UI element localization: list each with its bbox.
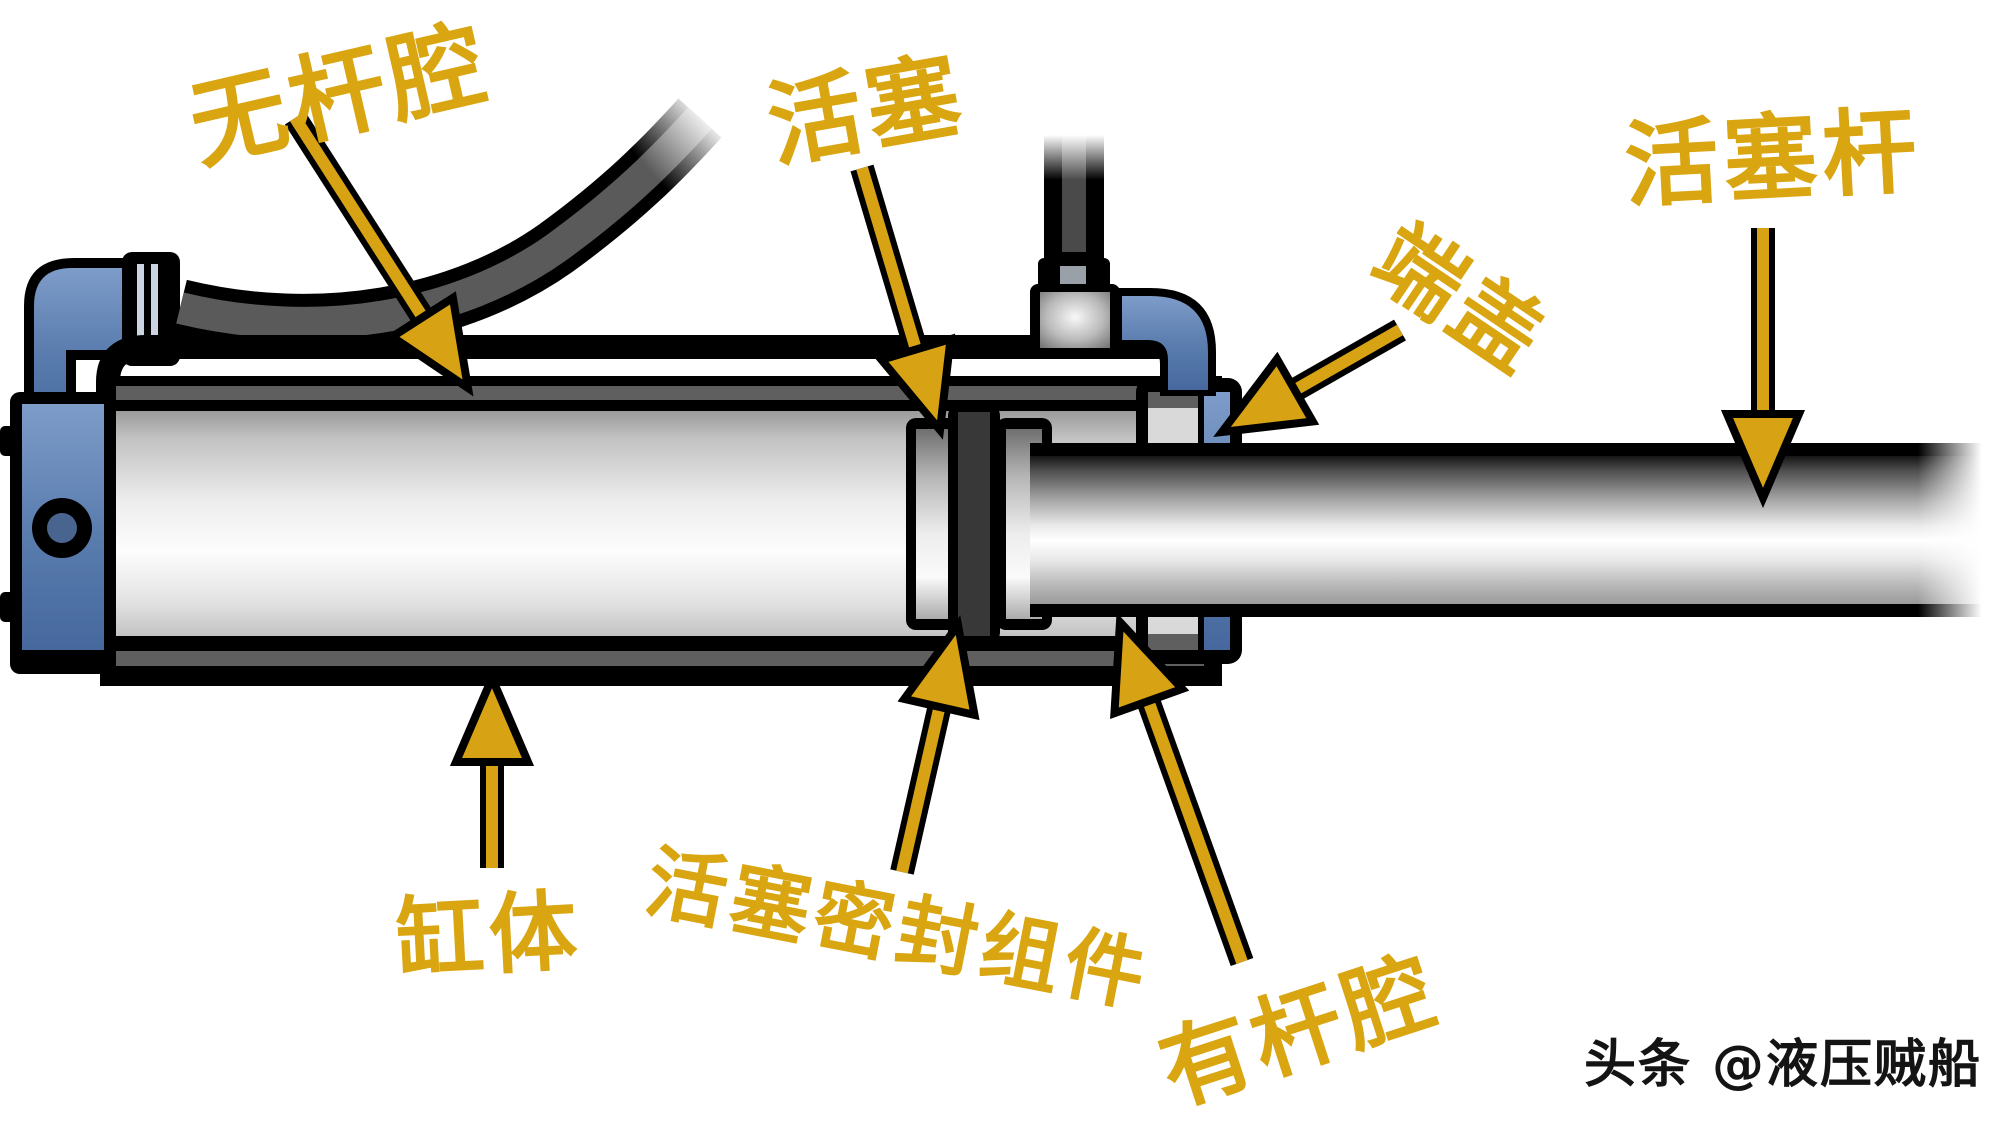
arrow-end-cap bbox=[1213, 319, 1406, 438]
arrow-cylinder-body bbox=[449, 667, 535, 868]
head-end-cap bbox=[0, 392, 116, 674]
arrow-piston-rod bbox=[1720, 228, 1806, 509]
piston-rod-part bbox=[1030, 443, 2000, 617]
arrow-piston bbox=[850, 164, 956, 440]
watermark-text: 头条 @液压贼船 bbox=[1583, 1035, 1983, 1095]
arrow-rod-chamber bbox=[1110, 612, 1254, 967]
label-piston-rod: 活塞杆 bbox=[1621, 97, 1925, 222]
rod-port-fitting bbox=[1030, 284, 1216, 396]
rodless-port-elbow bbox=[24, 252, 180, 430]
arrow-rodless-chamber bbox=[284, 111, 474, 397]
arrow-piston-seal-assembly bbox=[890, 615, 980, 875]
label-cylinder-body: 缸体 bbox=[393, 879, 585, 992]
fade-overlays bbox=[587, 1, 2000, 630]
